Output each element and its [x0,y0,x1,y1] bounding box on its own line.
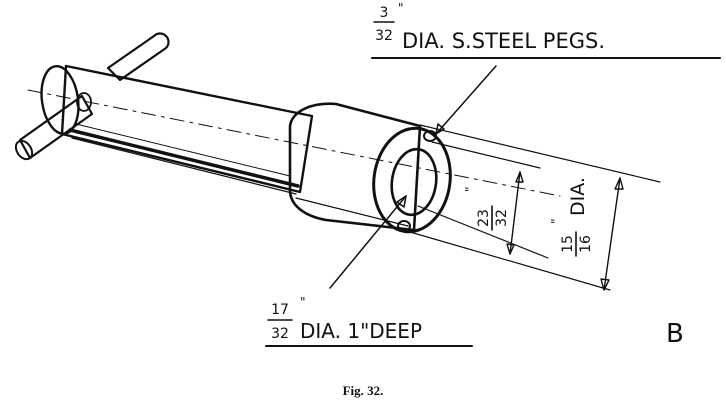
peg-leader-arrow [435,123,445,135]
hole-inch-mark: " [300,295,306,309]
inner-inch-mark: " [463,186,477,192]
hole-leader [329,195,407,289]
outer-frac-num: 15 [560,235,576,253]
hole-label: 17 " 32 DIA. 1"DEEP [265,295,473,347]
peg-top [423,130,437,142]
head [288,102,452,234]
peg-frac-den: 32 [375,28,393,44]
outer-text: DIA. [567,177,589,216]
outer-dim-label: 15 16 " DIA. [549,177,594,257]
peg-frac-num: 3 [380,5,389,21]
outer-frac-den: 16 [578,235,594,253]
figure-caption: Fig. 32. [342,383,384,398]
dimension-23-32 [506,171,524,255]
extension-lines [409,124,661,291]
centre-line [27,89,561,197]
hole-leader-arrow [396,195,407,208]
peg-bottom [397,220,411,232]
dimension-15-16 [600,177,624,291]
hole-frac-den: 32 [271,326,289,342]
inner-frac-den: 32 [494,209,510,227]
peg-text: DIA. S.STEEL PEGS. [402,29,605,53]
shank [40,64,314,195]
inner-frac-num: 23 [476,209,492,227]
hole-frac-num: 17 [271,302,289,318]
peg-leader [435,65,497,135]
head-bore [390,147,438,217]
outer-inch-mark: " [549,218,563,224]
peg-label: 3 " 32 DIA. S.STEEL PEGS. [371,1,721,59]
hole-text: DIA. 1"DEEP [300,319,422,343]
bar-end [14,139,34,161]
inner-dim-label: 23 32 " [463,186,510,231]
view-letter: B [666,319,684,349]
peg-inch-mark: " [398,1,404,15]
